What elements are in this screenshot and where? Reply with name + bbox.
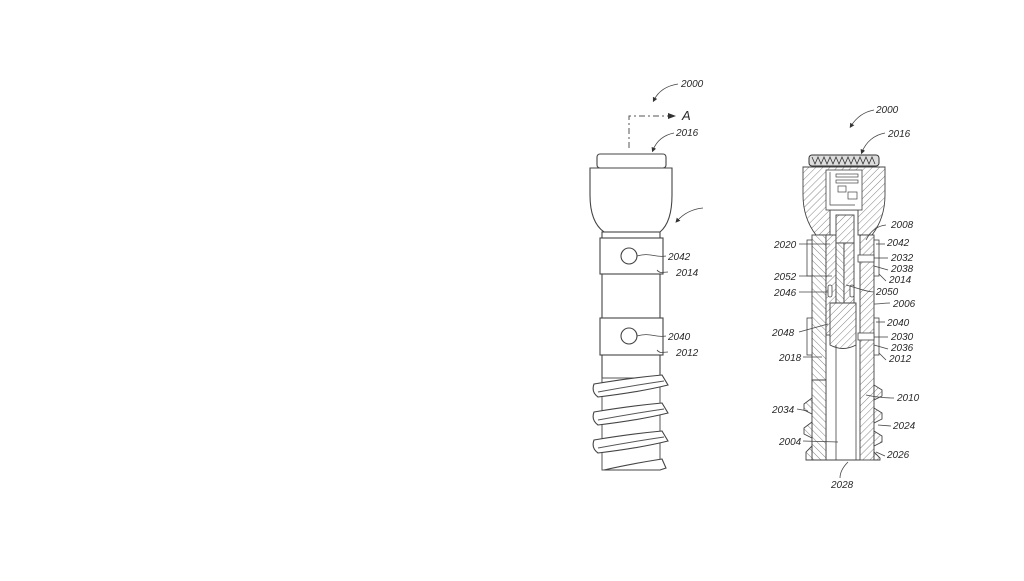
outer-wall-right — [859, 234, 875, 461]
svg-text:2046: 2046 — [773, 288, 797, 299]
svg-text:2028: 2028 — [830, 480, 854, 491]
label-2014-left: 2014 — [675, 268, 699, 279]
label-2000-right: 2000 — [875, 105, 899, 116]
threads — [592, 374, 669, 471]
svg-text:2020: 2020 — [773, 240, 797, 251]
ref-arrow — [652, 83, 679, 103]
svg-text:2032: 2032 — [890, 253, 914, 264]
port-upper — [620, 247, 638, 265]
svg-text:2042: 2042 — [886, 238, 910, 249]
svg-text:2040: 2040 — [886, 318, 910, 329]
svg-text:2004: 2004 — [778, 437, 802, 448]
svg-text:2012: 2012 — [888, 354, 912, 365]
svg-text:2026: 2026 — [886, 450, 910, 461]
left-exterior-view: 2000 A 2016 2042 2014 2040 2012 — [589, 79, 704, 471]
label-2042-left: 2042 — [667, 252, 691, 263]
svg-text:2034: 2034 — [771, 405, 795, 416]
label-2012-left: 2012 — [675, 348, 699, 359]
svg-text:2006: 2006 — [892, 299, 916, 310]
svg-text:2050: 2050 — [875, 287, 899, 298]
label-2000-left: 2000 — [680, 79, 704, 90]
right-labels: 2008 2042 2032 2038 2014 2050 2006 2040 … — [771, 220, 920, 491]
svg-text:2024: 2024 — [892, 421, 916, 432]
label-2016-left: 2016 — [675, 128, 699, 139]
label-2016-right: 2016 — [887, 129, 911, 140]
cap-body — [589, 167, 673, 233]
svg-text:2048: 2048 — [771, 328, 795, 339]
svg-text:2030: 2030 — [890, 332, 914, 343]
section-line — [628, 115, 668, 148]
port-lower — [620, 327, 638, 345]
svg-text:2014: 2014 — [888, 275, 912, 286]
label-2040-left: 2040 — [667, 332, 691, 343]
section-arrow-icon — [668, 113, 676, 119]
svg-text:2052: 2052 — [773, 272, 797, 283]
svg-text:2018: 2018 — [778, 353, 802, 364]
svg-text:2036: 2036 — [890, 343, 914, 354]
section-marker-a: A — [681, 108, 691, 123]
cap-top — [596, 153, 667, 169]
svg-text:2010: 2010 — [896, 393, 920, 404]
right-section-view: 2000 2016 — [771, 105, 920, 491]
svg-text:2038: 2038 — [890, 264, 914, 275]
svg-text:2008: 2008 — [890, 220, 914, 231]
